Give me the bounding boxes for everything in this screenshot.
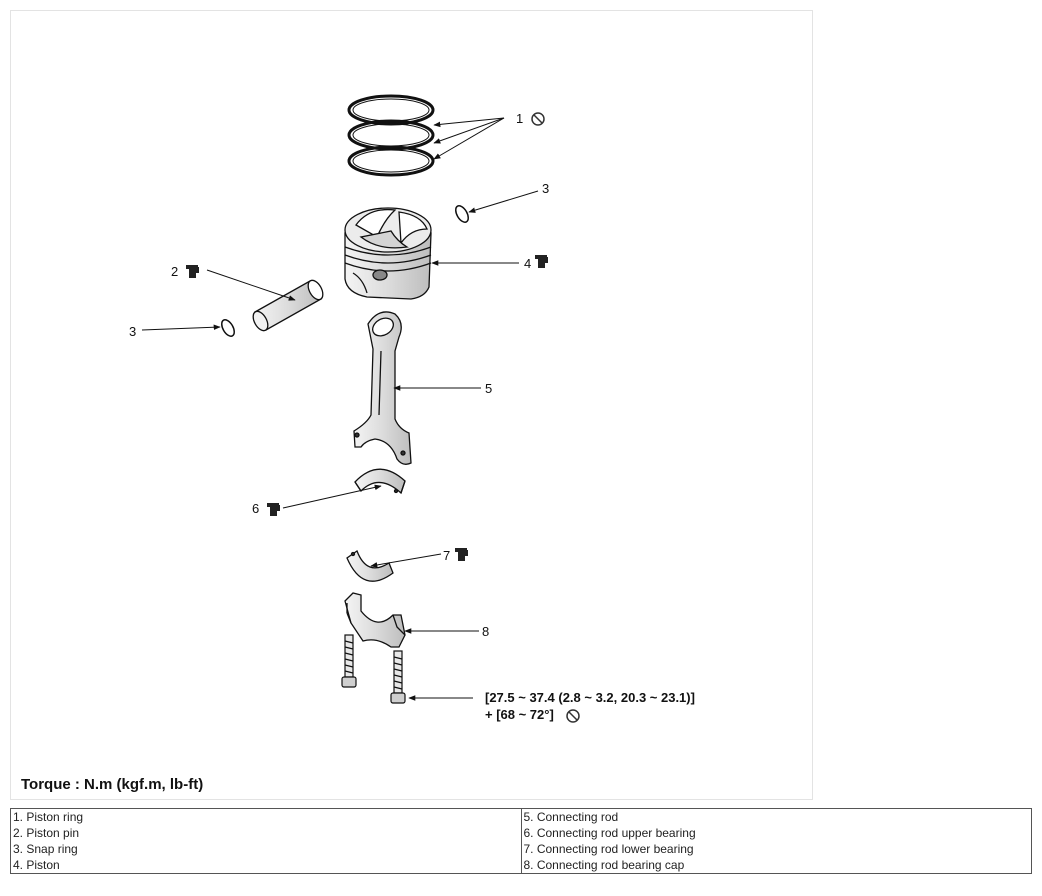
- bearing-cap-bolt-left: [341, 634, 357, 688]
- connecting-rod-upper-bearing: [354, 468, 406, 495]
- callout-2: 2: [171, 264, 178, 279]
- diagram-svg: 1 3 4 2 3: [129, 94, 695, 723]
- table-row: 2. Piston pin 6. Connecting rod upper be…: [11, 825, 1032, 841]
- connecting-rod-bearing-cap: [344, 592, 406, 648]
- apply-oil-icon: [267, 503, 280, 516]
- connecting-rod-lower-bearing: [346, 549, 394, 582]
- legend-cell: 6. Connecting rod upper bearing: [520, 825, 1032, 841]
- snap-ring-left: [221, 319, 235, 337]
- callout-3-upper: 3: [542, 181, 549, 196]
- leader-3-upper: [468, 190, 539, 213]
- callout-8: 8: [482, 624, 489, 639]
- callout-4: 4: [524, 256, 531, 271]
- leader-3-left: [141, 324, 221, 331]
- piston: [344, 207, 432, 300]
- callout-5: 5: [485, 381, 492, 396]
- legend-cell: 1. Piston ring: [13, 810, 84, 824]
- apply-oil-icon: [455, 548, 468, 561]
- torque-unit-note: Torque : N.m (kgf.m, lb-ft): [21, 776, 204, 793]
- leader-1: [433, 117, 505, 160]
- bearing-cap-bolt-right: [390, 650, 406, 704]
- parts-legend-table: 1. Piston ring 5. Connecting rod 2. Pist…: [10, 808, 1032, 874]
- leader-7: [370, 553, 442, 568]
- legend-cell: 5. Connecting rod: [520, 808, 1032, 825]
- piston-pin: [252, 279, 324, 332]
- torque-spec-line1: [27.5 ~ 37.4 (2.8 ~ 3.2, 20.3 ~ 23.1)]: [485, 690, 695, 705]
- callout-6: 6: [252, 501, 259, 516]
- apply-oil-icon: [186, 265, 199, 278]
- callout-3-left: 3: [129, 324, 136, 339]
- do-not-reuse-icon: [531, 112, 545, 126]
- leader-6: [282, 484, 382, 509]
- legend-cell: 7. Connecting rod lower bearing: [520, 841, 1032, 857]
- legend-cell: 8. Connecting rod bearing cap: [520, 857, 1032, 874]
- legend-cell: 4. Piston: [13, 858, 60, 872]
- apply-oil-icon: [535, 255, 548, 268]
- legend-cell: 3. Snap ring: [13, 842, 78, 856]
- table-row: 3. Snap ring 7. Connecting rod lower bea…: [11, 841, 1032, 857]
- callout-7: 7: [443, 548, 450, 563]
- leader-2: [206, 269, 296, 301]
- table-row: 1. Piston ring 5. Connecting rod: [11, 808, 1032, 825]
- piston-rings: [347, 94, 435, 177]
- do-not-reuse-icon: [566, 709, 580, 723]
- table-row: 4. Piston 8. Connecting rod bearing cap: [11, 857, 1032, 874]
- snap-ring-upper: [455, 205, 469, 223]
- callout-1: 1: [516, 111, 523, 126]
- exploded-diagram: 1 3 4 2 3: [10, 10, 813, 800]
- torque-spec-line2: + [68 ~ 72°]: [485, 707, 554, 722]
- legend-cell: 2. Piston pin: [13, 826, 80, 840]
- connecting-rod: [353, 311, 412, 465]
